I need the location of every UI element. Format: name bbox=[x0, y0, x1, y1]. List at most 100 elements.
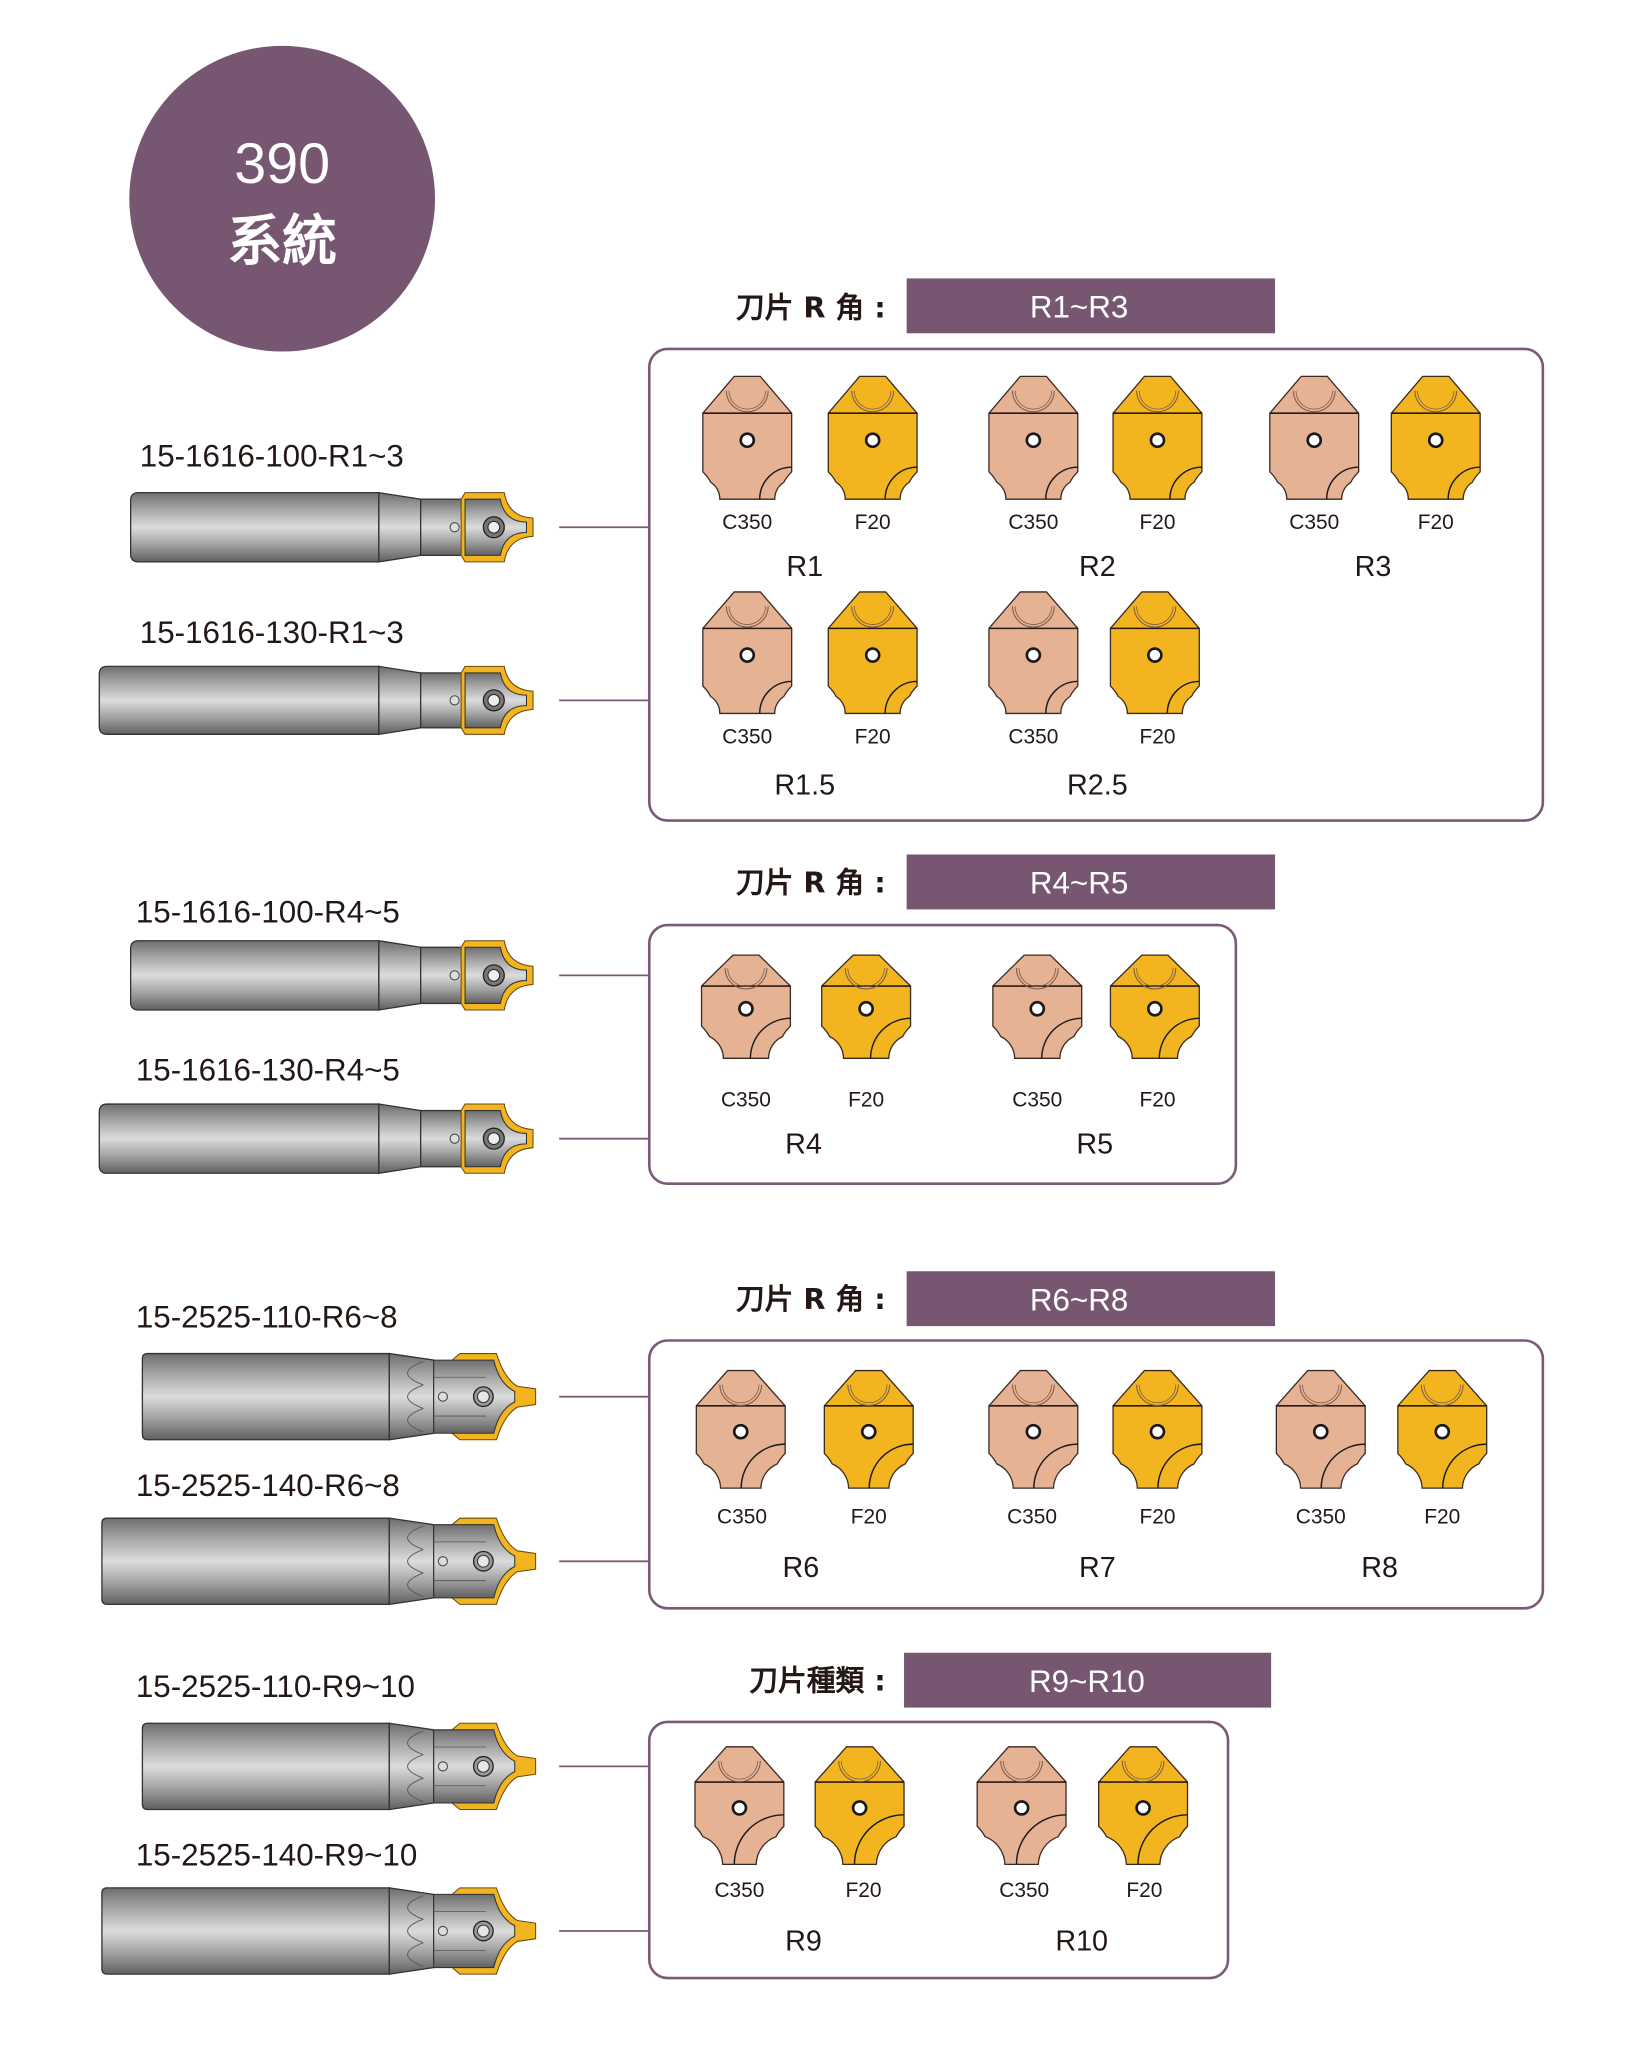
torx-socket bbox=[476, 1759, 490, 1773]
radius-label: R2 bbox=[1079, 551, 1116, 583]
screw-hole-icon bbox=[1306, 432, 1323, 449]
insert-radius-arc bbox=[1166, 680, 1200, 714]
insert-c350 bbox=[988, 375, 1079, 500]
insert-radius-arc bbox=[869, 1017, 911, 1059]
section-header-1: 刀片 R 角 : R1~R3 bbox=[736, 278, 1276, 334]
coolant-hole-icon bbox=[449, 695, 460, 706]
radius-label: R9 bbox=[785, 1926, 822, 1958]
tool-holder bbox=[141, 1722, 650, 1811]
torx-socket bbox=[487, 520, 501, 534]
holder-shank bbox=[129, 491, 380, 563]
flute-line bbox=[407, 1572, 424, 1597]
insert-labels: C350 F20 C350 F20 C350 F20 R1 R2 R3 C350… bbox=[714, 511, 1460, 1957]
header-bar bbox=[906, 278, 1276, 334]
insert-top-arc bbox=[1000, 1760, 1044, 1783]
flute-line bbox=[407, 1754, 424, 1779]
insert-top-arc bbox=[1121, 1760, 1165, 1783]
holder-shank bbox=[141, 1722, 390, 1811]
coolant-hole-icon bbox=[437, 1925, 448, 1937]
insert-top-arc bbox=[720, 1760, 759, 1780]
coolant-hole-icon bbox=[449, 970, 460, 981]
torx-socket bbox=[487, 968, 501, 982]
screw-hole-icon bbox=[739, 647, 756, 663]
insert-c350 bbox=[694, 1746, 785, 1866]
grade-label: C350 bbox=[714, 1879, 764, 1902]
insert-top-arc bbox=[1138, 1384, 1177, 1404]
grade-label: C350 bbox=[1008, 511, 1058, 534]
insert-top-arc bbox=[1136, 390, 1179, 413]
screw-hole-icon bbox=[1029, 1000, 1046, 1017]
screw-hole-icon bbox=[851, 1800, 868, 1816]
grade-label: C350 bbox=[999, 1879, 1049, 1902]
insert-c350 bbox=[700, 954, 792, 1059]
tool-holder bbox=[98, 665, 650, 736]
screw-hole-icon bbox=[1312, 1423, 1329, 1440]
insert-radius-arc bbox=[733, 1814, 784, 1865]
tool-holder bbox=[141, 1352, 650, 1441]
grade-label: C350 bbox=[722, 511, 772, 534]
holder-shank bbox=[101, 1887, 390, 1975]
insert-top-arc bbox=[725, 606, 769, 628]
grade-label: F20 bbox=[1418, 511, 1454, 534]
insert-radius-arc bbox=[1137, 1814, 1188, 1865]
insert-radius-arc bbox=[1041, 1017, 1082, 1059]
insert-top-arc bbox=[851, 606, 895, 628]
flute-line bbox=[407, 1777, 424, 1803]
holder-shank bbox=[129, 940, 380, 1011]
screw-hole-icon bbox=[731, 1800, 748, 1816]
screw-hole-icon bbox=[1025, 1423, 1042, 1440]
insert-c350 bbox=[702, 591, 793, 715]
radius-label: R4 bbox=[785, 1129, 822, 1161]
radius-label: R3 bbox=[1355, 551, 1392, 583]
torx-socket bbox=[476, 1554, 490, 1568]
badge-title: 系統 bbox=[227, 209, 337, 273]
header-value: R9~R10 bbox=[1029, 1664, 1145, 1699]
holder-taper bbox=[378, 1103, 422, 1175]
header-bar bbox=[906, 1271, 1276, 1327]
screw-hole-icon bbox=[1025, 647, 1042, 663]
insert-radius-arc bbox=[868, 1443, 914, 1489]
tool-holder bbox=[129, 939, 650, 1011]
screw-hole-icon bbox=[864, 432, 881, 449]
insert-top-arc bbox=[728, 606, 766, 625]
insert-top-arc bbox=[728, 390, 766, 410]
grade-label: C350 bbox=[1012, 1089, 1062, 1112]
insert-radius-arc bbox=[884, 466, 918, 500]
grade-label: F20 bbox=[1139, 1089, 1175, 1112]
insert-f20 bbox=[1109, 591, 1200, 715]
tool-holder bbox=[101, 1887, 650, 1975]
holder-taper bbox=[378, 665, 422, 736]
flute-line bbox=[407, 1730, 424, 1756]
insert-top-arc bbox=[1014, 390, 1053, 410]
badge-circle bbox=[129, 45, 436, 352]
insert-top-arc bbox=[1299, 1384, 1343, 1407]
insert-top-arc bbox=[1136, 968, 1174, 987]
radius-label: R1.5 bbox=[774, 769, 835, 801]
header-label: 刀片 R 角 : bbox=[736, 865, 886, 899]
header-bar bbox=[906, 854, 1276, 910]
radius-label: R2.5 bbox=[1067, 769, 1128, 801]
holder-model-label: 15-1616-130-R1~3 bbox=[140, 615, 404, 650]
insert-c350 bbox=[1269, 375, 1360, 500]
insert-radius-arc bbox=[1169, 466, 1202, 500]
coolant-hole-icon bbox=[449, 522, 460, 533]
header-label: 刀片 R 角 : bbox=[736, 291, 886, 325]
flute-line bbox=[407, 1408, 424, 1433]
insert-top-arc bbox=[1015, 968, 1059, 990]
insert-top-arc bbox=[725, 390, 769, 413]
tool-holder bbox=[98, 1103, 650, 1175]
screw-hole-icon bbox=[739, 432, 756, 449]
insert-top-arc bbox=[1124, 1760, 1162, 1780]
insert-top-arc bbox=[853, 606, 892, 625]
insert-top-arc bbox=[847, 1384, 891, 1407]
holder-model-label: 15-2525-140-R9~10 bbox=[136, 1838, 417, 1873]
radius-label: R1 bbox=[786, 551, 823, 583]
screw-hole-icon bbox=[1149, 432, 1166, 449]
insert-top-arc bbox=[844, 968, 888, 990]
header-label: 刀片種類 : bbox=[749, 1664, 885, 1698]
insert-frame-3 bbox=[647, 1339, 1545, 1610]
screw-hole-icon bbox=[1135, 1800, 1151, 1816]
insert-f20 bbox=[1397, 1369, 1488, 1489]
grade-label: F20 bbox=[855, 725, 891, 748]
insert-top-arc bbox=[1018, 968, 1056, 987]
